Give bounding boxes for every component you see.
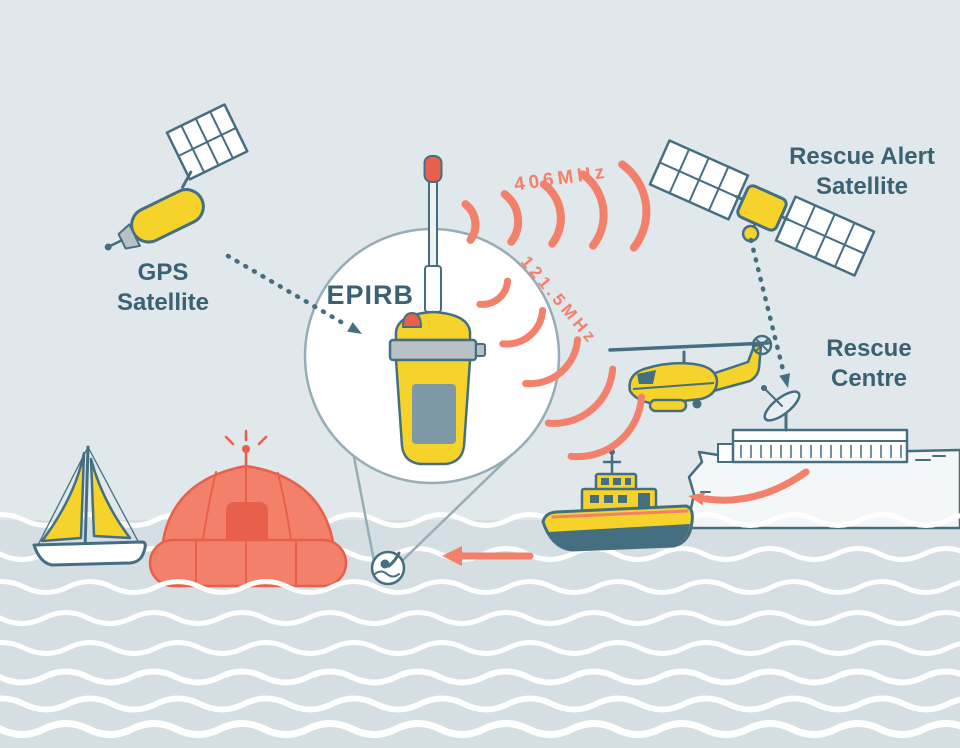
building-windows bbox=[740, 445, 902, 458]
rescue-helicopter bbox=[608, 334, 773, 413]
arrowhead-icon bbox=[779, 373, 790, 388]
rescue-alert-label-line1: Rescue Alert bbox=[789, 143, 935, 170]
life-raft bbox=[148, 429, 348, 588]
swoosh-arrowhead-icon bbox=[688, 492, 705, 506]
epirb-label-panel bbox=[412, 384, 456, 444]
epirb-antenna-tip bbox=[423, 155, 443, 183]
satellite-to-centre-arrow bbox=[748, 237, 790, 388]
epirb-collar-band bbox=[388, 338, 478, 362]
helicopter-main-rotor bbox=[608, 341, 770, 352]
sailboat bbox=[32, 445, 147, 567]
arrowhead-icon bbox=[347, 322, 362, 334]
rescue-alert-label-line2: Satellite bbox=[816, 173, 908, 200]
sea-waves-front bbox=[0, 579, 960, 738]
boat-to-person-arrow bbox=[442, 546, 534, 566]
epirb-device bbox=[388, 155, 486, 466]
helicopter-cockpit-window bbox=[637, 370, 656, 384]
rescue-centre-label-line1: Rescue bbox=[826, 335, 911, 362]
lifeboat bbox=[541, 449, 694, 552]
lifeboat-mast bbox=[602, 454, 622, 478]
gps-antenna-icon bbox=[104, 243, 112, 251]
sailboat-hull bbox=[32, 540, 147, 567]
helicopter-float bbox=[648, 398, 688, 413]
epirb-label: EPIRB bbox=[326, 280, 414, 310]
sailboat-mast bbox=[83, 445, 90, 552]
satellite-dish-icon bbox=[761, 385, 801, 432]
gps-satellite bbox=[104, 103, 249, 251]
gps-to-epirb-arrow bbox=[225, 253, 362, 334]
epirb-magnifier bbox=[303, 155, 561, 586]
rescue-alert-satellite bbox=[648, 139, 876, 277]
sailboat-jib-sail bbox=[89, 457, 132, 540]
raft-beacon-light-icon bbox=[224, 429, 268, 446]
signal-121-arcs bbox=[476, 277, 645, 461]
rescue-centre-building bbox=[717, 385, 909, 464]
satellite-antenna-dome bbox=[741, 224, 760, 243]
signal-406-arcs bbox=[461, 160, 651, 252]
cliff bbox=[685, 448, 960, 530]
gps-satellite-label-line2: Satellite bbox=[117, 289, 209, 316]
helicopter-tail-rotor bbox=[751, 334, 773, 356]
raft-door bbox=[226, 502, 268, 546]
launch-swoosh-arrow bbox=[688, 468, 810, 506]
rescue-centre-label-line2: Centre bbox=[831, 365, 907, 392]
epirb-activation-button bbox=[402, 312, 422, 328]
arrowhead-icon bbox=[442, 546, 462, 566]
sailboat-rigging bbox=[37, 446, 141, 546]
gps-satellite-label-line1: GPS bbox=[138, 259, 189, 286]
person-in-water bbox=[370, 550, 406, 586]
sailboat-main-sail bbox=[40, 451, 86, 543]
lifeboat-waterline bbox=[548, 524, 690, 549]
magnifier-tangent-lines bbox=[352, 454, 512, 563]
